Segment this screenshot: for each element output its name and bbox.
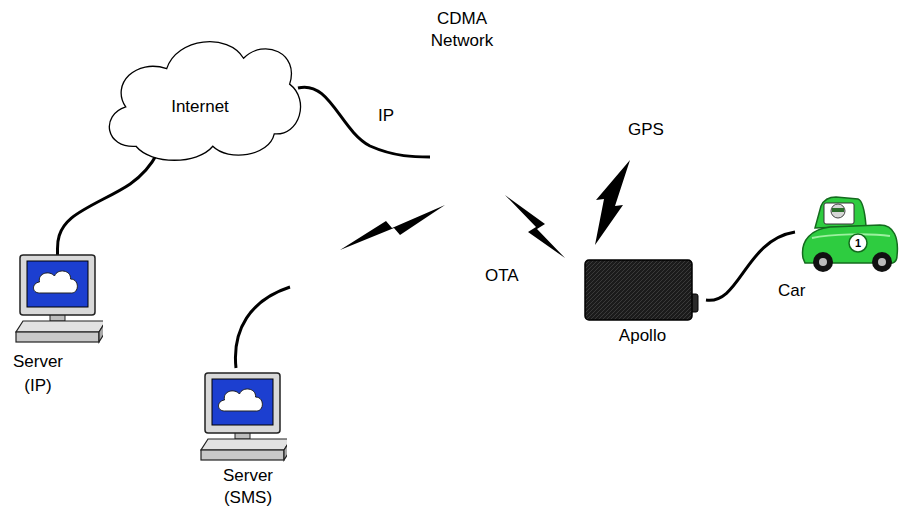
screen-cloud [34, 271, 78, 293]
monitor-screen [27, 261, 88, 307]
computer-base-side [284, 439, 287, 460]
computer-base [16, 332, 99, 342]
network-cloud: Internet [95, 22, 305, 167]
node-label: Server (IP) [8, 350, 68, 398]
race-car [803, 197, 898, 272]
monitor-frame [205, 373, 280, 433]
computer-base-top [16, 321, 103, 332]
node-label: Server (SMS) [217, 465, 279, 509]
ip-link-line [298, 87, 430, 157]
cloud-shape [109, 42, 300, 161]
node-label: Internet [171, 97, 229, 117]
node-label: Apollo [580, 324, 705, 348]
sms-wire [235, 287, 290, 368]
monitor-screen [212, 379, 273, 425]
connector-line [58, 147, 161, 255]
diagram-label: OTA [485, 266, 519, 286]
callout-number: 1 [850, 234, 866, 252]
computer-base-side [99, 321, 103, 342]
screen-cloud [219, 389, 263, 411]
ota-bolt [505, 195, 565, 258]
monitor-frame [20, 255, 95, 315]
diagram-label: GPS [628, 120, 664, 140]
computer-base-top [201, 439, 287, 450]
diagram-label: IP [378, 106, 394, 126]
device-icon [580, 258, 705, 324]
apollo-device-box [585, 260, 692, 320]
wireless-bolt [340, 205, 445, 250]
device-box: Apollo [580, 258, 705, 348]
diagram-label: CDMA Network [410, 8, 514, 52]
server-computer: Server (SMS) [192, 370, 287, 509]
gps-bolt [595, 160, 630, 245]
computer-icon [192, 370, 287, 465]
computer-icon [8, 252, 103, 350]
diagram-label: Car [778, 281, 805, 301]
computer-base [201, 450, 284, 460]
server-computer: Server (IP) [8, 252, 103, 398]
cloud-outline [95, 22, 305, 167]
